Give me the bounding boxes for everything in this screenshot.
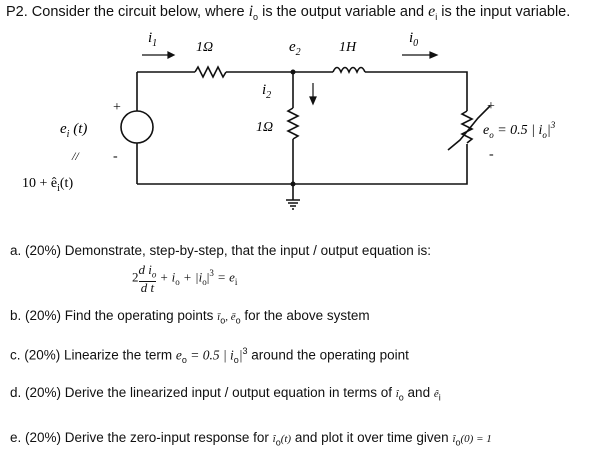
e-var: î — [272, 433, 276, 445]
node-dot-top — [290, 69, 296, 75]
c-expr2-sub: o — [233, 355, 239, 366]
op-var-eo-sub: o — [235, 315, 241, 326]
c-expr-sub: o — [181, 355, 187, 366]
load-plus: + — [487, 99, 495, 114]
wire-top-right — [365, 71, 468, 111]
source-label: ei (t) — [60, 121, 87, 140]
var-io: i — [248, 3, 254, 20]
header-text-a: P2. Consider the circuit below, where — [6, 4, 249, 20]
ground-symbol — [286, 199, 300, 210]
label-e2: e2 — [289, 39, 301, 58]
eq-abs-sub: o — [202, 276, 207, 287]
op-var-io-sub: o — [220, 315, 226, 326]
c-expr: e — [175, 347, 182, 363]
question-e-mid: and plot it over time given — [291, 430, 453, 445]
resistor-2 — [286, 107, 300, 140]
question-e-pre: e. (20%) Derive the zero-input response … — [10, 430, 273, 445]
nonlinear-resistor — [460, 110, 474, 144]
inductor — [332, 66, 366, 74]
e-var2-end: (0) = 1 — [460, 433, 492, 445]
eq-abs-end: | — [206, 269, 210, 285]
resistor-1 — [194, 65, 227, 79]
voltage-source — [120, 110, 154, 144]
wire-bottom — [137, 144, 468, 185]
question-c-pre: c. (20%) Linearize the term — [10, 347, 176, 363]
question-c: c. (20%) Linearize the term eo = 0.5 | i… — [10, 346, 409, 365]
d-var2-sub: i — [438, 392, 441, 403]
label-r2: 1Ω — [256, 120, 273, 135]
label-l: 1H — [339, 40, 357, 55]
label-r1: 1Ω — [196, 40, 213, 55]
question-b-post: for the above system — [240, 308, 370, 323]
d-var1: î — [395, 388, 399, 400]
e-var2: î — [452, 433, 456, 445]
problem-statement: P2. Consider the circuit below, where io… — [6, 3, 570, 22]
question-e: e. (20%) Derive the zero-input response … — [10, 430, 492, 448]
source-plus: + — [113, 100, 121, 115]
eq-abs: + |i — [179, 269, 203, 285]
load-minus: - — [489, 147, 494, 162]
arrow-i1-head — [167, 51, 176, 59]
e-var-arg: (t) — [280, 433, 292, 445]
label-i2: i2 — [262, 82, 271, 101]
question-d: d. (20%) Derive the linearized input / o… — [10, 385, 441, 403]
d-and: and — [403, 385, 434, 400]
e-var-sub: o — [275, 437, 281, 448]
header-text-c: is the input variable. — [437, 4, 571, 20]
d-var1-sub: o — [398, 392, 404, 403]
question-b: b. (20%) Find the operating points īo, ē… — [10, 308, 370, 326]
question-a: a. (20%) Demonstrate, step-by-step, that… — [10, 243, 431, 258]
d-var2: ê — [433, 388, 439, 400]
label-io: i0 — [409, 30, 418, 49]
circuit-diagram: i1 1Ω e2 1H i0 i2 1Ω + - ei (t) // 10 + … — [22, 30, 556, 210]
var-io-sub: o — [253, 11, 259, 22]
c-expr3: | — [238, 347, 243, 363]
var-ei-sub: i — [435, 11, 438, 22]
eq-term-sub: o — [175, 276, 180, 287]
c-expr-exp: 3 — [242, 346, 248, 356]
c-expr2: = 0.5 | i — [186, 347, 234, 363]
nonlinear-slash — [447, 105, 491, 151]
node-dot-bottom — [290, 181, 296, 187]
var-ei: e — [428, 3, 436, 20]
source-minus: - — [113, 149, 118, 164]
label-i1: i1 — [148, 30, 157, 49]
load-equation: eo = 0.5 | io|3 — [483, 120, 556, 140]
eq-end-sub: i — [234, 276, 238, 287]
e-var2-sub: o — [455, 437, 461, 448]
op-var-io: ī — [217, 311, 221, 323]
question-c-post: around the operating point — [247, 347, 409, 363]
header-text-b: is the output variable and — [258, 4, 429, 20]
source-value: 10 + êi(t) — [22, 176, 73, 194]
eq-end: = e — [213, 269, 235, 285]
eq-coef: 2 — [132, 269, 139, 285]
question-d-pre: d. (20%) Derive the linearized input / o… — [10, 385, 396, 400]
op-var-eo: , ē — [225, 311, 236, 323]
arrow-io-head — [429, 51, 439, 59]
question-b-pre: b. (20%) Find the operating points — [10, 308, 218, 323]
arrow-i2-head — [309, 96, 317, 106]
eq-exp: 3 — [209, 267, 214, 278]
eq-term: + i — [156, 269, 176, 285]
source-equals-mark: // — [71, 149, 80, 163]
